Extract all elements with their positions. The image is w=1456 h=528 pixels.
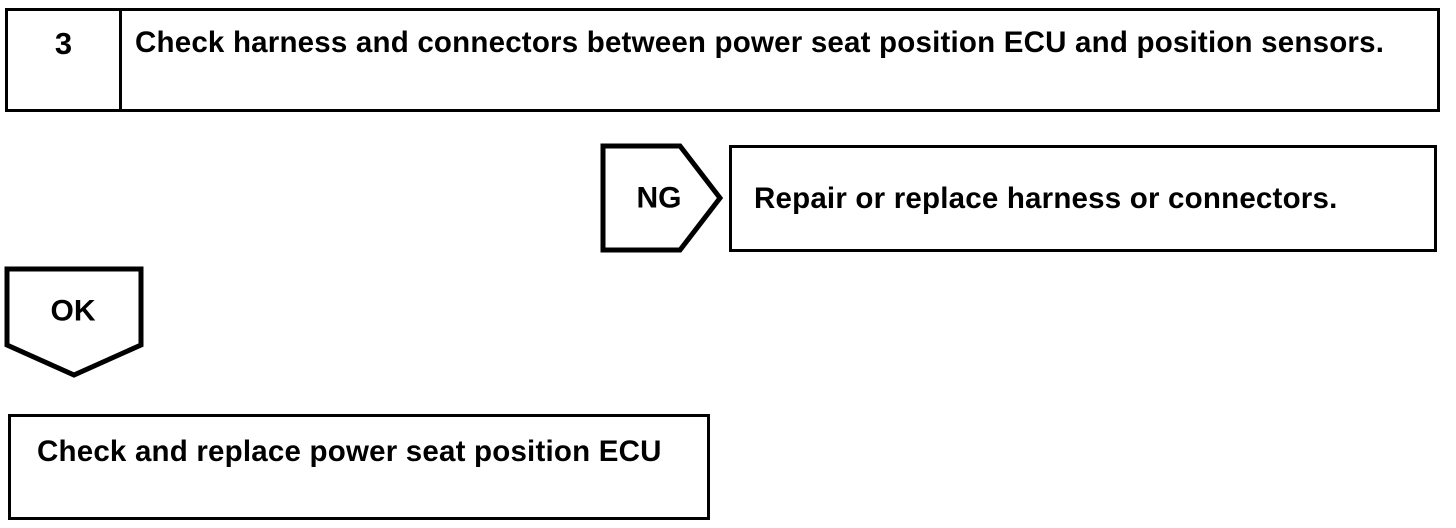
- ok-connector-pentagon-icon: OK: [4, 266, 144, 378]
- ng-pentagon-shape: [600, 143, 724, 253]
- ng-label: NG: [637, 182, 682, 215]
- ok-action-text: Check and replace power seat position EC…: [37, 435, 662, 468]
- step-number: 3: [8, 11, 122, 109]
- step-box: 3 Check harness and connectors between p…: [5, 8, 1440, 112]
- ok-action-box: Check and replace power seat position EC…: [8, 414, 710, 520]
- ng-connector-pentagon-icon: NG: [600, 143, 724, 253]
- step-instruction: Check harness and connectors between pow…: [135, 26, 1385, 59]
- ok-pentagon-shape: [4, 266, 144, 378]
- ok-label: OK: [51, 295, 96, 328]
- ng-action-text: Repair or replace harness or connectors.: [754, 181, 1338, 215]
- ng-action-box: Repair or replace harness or connectors.: [729, 145, 1437, 252]
